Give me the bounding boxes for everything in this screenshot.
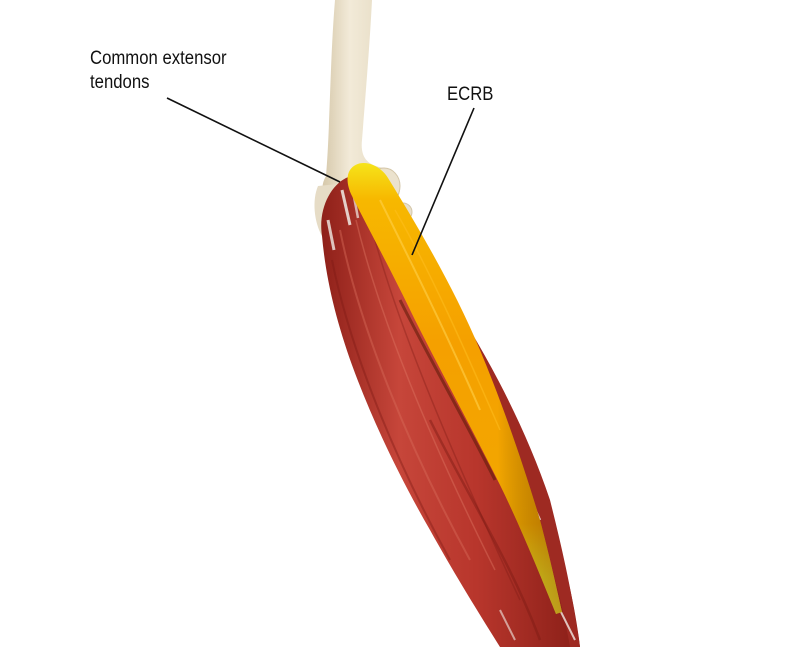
label-line-1: Common extensor — [90, 48, 227, 69]
leader-line-common-extensor-tendons — [166, 97, 341, 183]
label-line-1: ECRB — [447, 84, 494, 105]
label-common-extensor-tendons: Common extensor tendons — [90, 47, 227, 95]
label-ecrb: ECRB — [447, 83, 493, 107]
label-line-2: tendons — [90, 72, 150, 93]
forearm-muscles — [321, 175, 580, 647]
leader-line-ecrb — [411, 107, 475, 256]
ecrb-muscle — [347, 163, 562, 614]
